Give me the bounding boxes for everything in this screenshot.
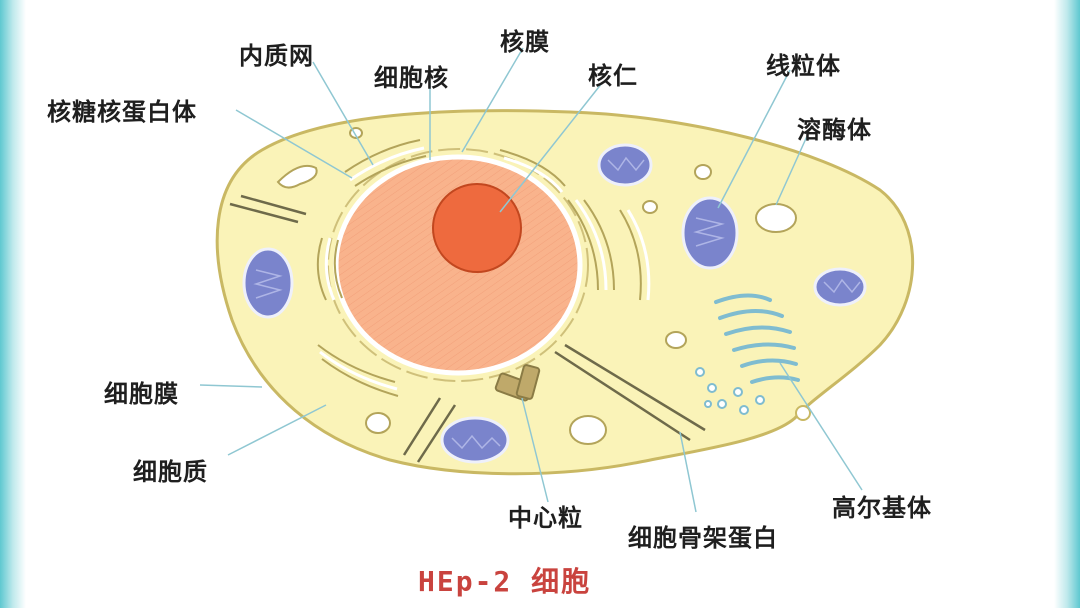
diagram-caption: HEp-2 细胞 (418, 565, 592, 598)
label-cytoplasm: 细胞质 (133, 458, 208, 486)
label-ribonucleoprotein: 核糖核蛋白体 (47, 98, 197, 126)
vesicles (276, 127, 797, 445)
label-cytoskeleton-protein: 细胞骨架蛋白 (628, 524, 778, 552)
leader-lines (199, 47, 863, 513)
label-lysosome: 溶酶体 (797, 116, 872, 144)
golgi-vesicles (695, 367, 765, 415)
cytoskeleton-lines (229, 194, 706, 463)
centriole-shape (494, 364, 541, 402)
label-golgi: 高尔基体 (832, 494, 932, 522)
label-centriole: 中心粒 (508, 504, 583, 532)
label-endoplasmic-reticulum: 内质网 (239, 42, 314, 70)
nucleolus-shape (432, 183, 522, 273)
membrane-pore (795, 405, 811, 421)
label-cell-membrane: 细胞膜 (104, 380, 179, 408)
mitochondria-cristae (253, 156, 861, 450)
mitochondria-shapes (242, 143, 867, 464)
label-nucleus: 细胞核 (374, 64, 449, 92)
label-mitochondria: 线粒体 (766, 52, 841, 80)
label-nucleolus: 核仁 (588, 62, 638, 90)
label-nuclear-membrane: 核膜 (500, 28, 550, 56)
golgi-shape (714, 293, 800, 384)
endoplasmic-reticulum-shape (316, 139, 651, 397)
